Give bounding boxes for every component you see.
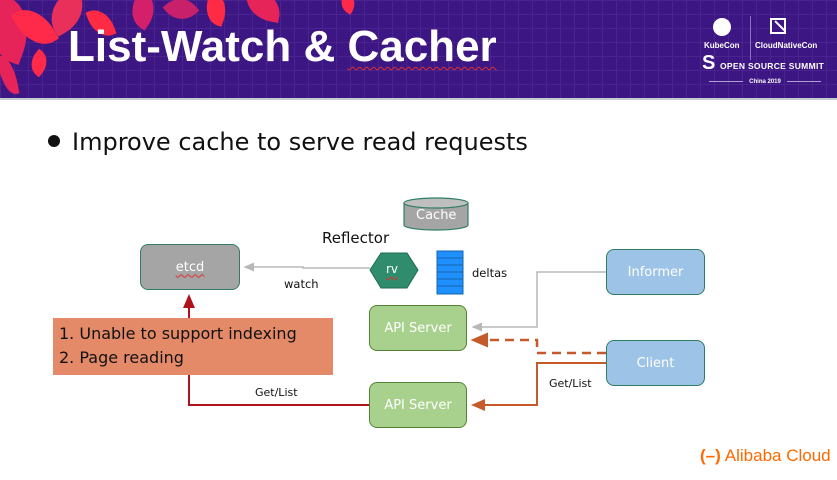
- bullet-text: Improve cache to serve read requests: [72, 128, 528, 156]
- deltas-label: deltas: [472, 266, 508, 280]
- rv-label: rv: [386, 262, 399, 276]
- cloudnativecon-label: CloudNativeCon: [755, 41, 818, 50]
- title-text: List-Watch &: [68, 22, 348, 71]
- bullet-icon: [48, 135, 60, 147]
- get-list-label-right: Get/List: [549, 377, 592, 390]
- location-year-label: China 2019: [700, 79, 830, 85]
- client-getlist-edge: [471, 362, 606, 411]
- watch-label: watch: [284, 277, 319, 291]
- issues-callout: 1. Unable to support indexing 2. Page re…: [53, 318, 333, 375]
- alibaba-cloud-logo: (–)Alibaba Cloud: [700, 446, 831, 466]
- event-logo: KubeCon CloudNativeCon S OPEN SOURCE SUM…: [700, 12, 830, 92]
- api-server-label: API Server: [384, 320, 452, 336]
- cache-cylinder: [403, 197, 469, 231]
- issue-item: 2. Page reading: [59, 348, 184, 367]
- location-year-text: China 2019: [749, 79, 781, 85]
- informer-label: Informer: [627, 264, 684, 280]
- deltas-queue-icon: [436, 250, 464, 295]
- api-server-label: API Server: [384, 397, 452, 413]
- client-label: Client: [636, 355, 675, 371]
- informer-watch-edge: [471, 271, 606, 332]
- alibaba-cloud-icon: (–): [700, 446, 721, 465]
- logo-divider: [750, 16, 751, 60]
- header-divider: [0, 98, 837, 100]
- api-server-cached-node: API Server: [369, 305, 467, 351]
- cncf-icon: [770, 18, 786, 34]
- issue-item: 1. Unable to support indexing: [59, 324, 297, 343]
- reflector-label: Reflector: [322, 229, 390, 247]
- kubernetes-helm-icon: [713, 18, 731, 36]
- alibaba-cloud-label: Alibaba Cloud: [724, 446, 831, 465]
- title-text-spellcheck: Cacher: [347, 22, 497, 71]
- watch-edge: [243, 262, 370, 272]
- api-server-direct-node: API Server: [369, 382, 467, 428]
- open-source-summit-label: OPEN SOURCE SUMMIT: [720, 61, 825, 71]
- client-node: Client: [606, 340, 705, 386]
- page-title: List-Watch & Cacher: [68, 22, 497, 72]
- client-cached-read-edge: [470, 332, 606, 355]
- header-banner: List-Watch & Cacher KubeCon CloudNativeC…: [0, 0, 837, 98]
- bullet-point: Improve cache to serve read requests: [48, 128, 528, 156]
- kubecon-label: KubeCon: [704, 41, 740, 50]
- informer-node: Informer: [606, 249, 705, 295]
- cache-label: Cache: [416, 208, 457, 223]
- open-source-summit-icon: S: [702, 52, 716, 74]
- get-list-label-left: Get/List: [255, 386, 298, 399]
- rv-hexagon: [369, 252, 419, 289]
- etcd-label: etcd: [175, 259, 205, 275]
- etcd-node: etcd: [140, 244, 240, 290]
